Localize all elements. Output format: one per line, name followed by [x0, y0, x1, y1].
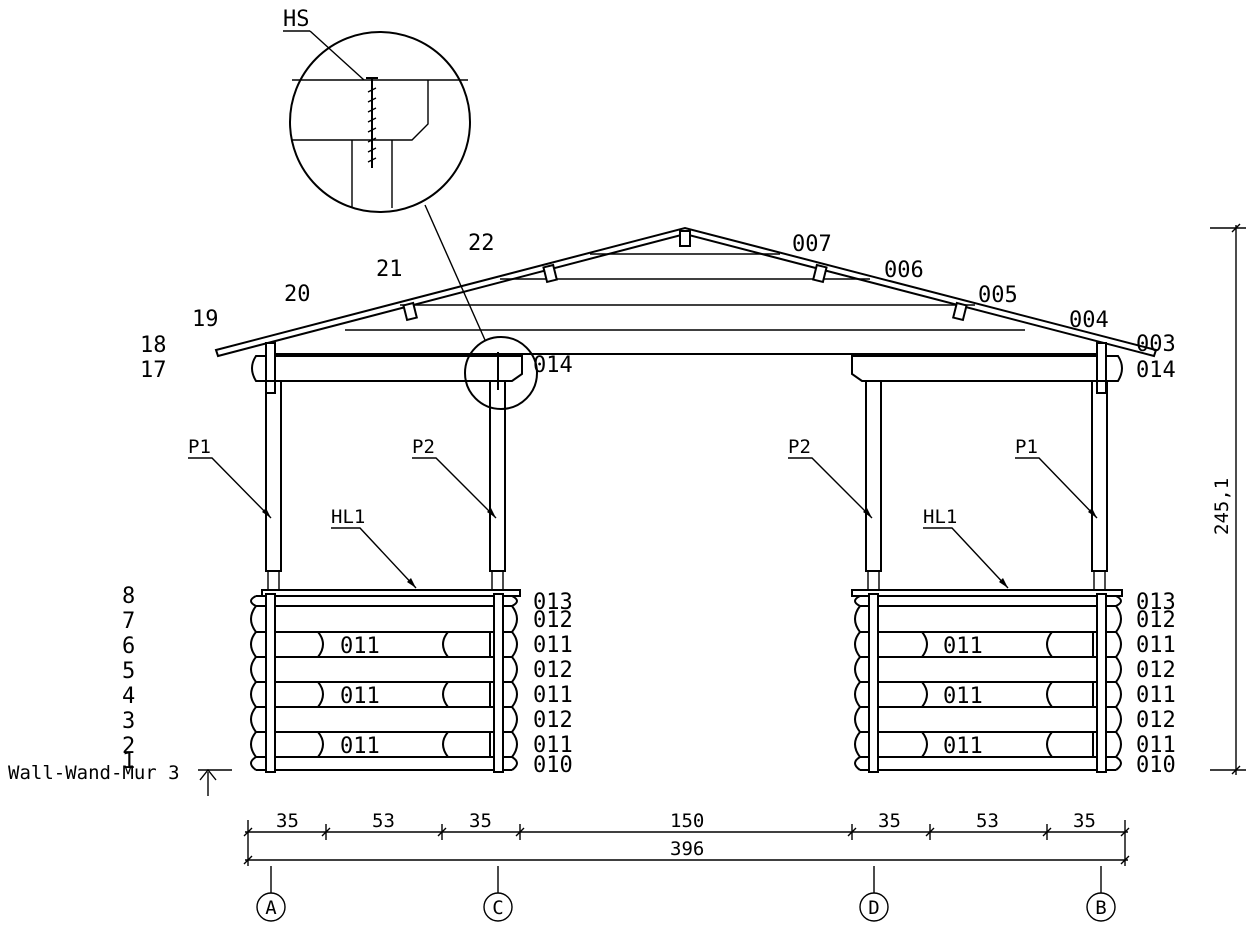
course-number: 8: [122, 584, 135, 609]
part-label: 013: [533, 590, 573, 615]
right-wall: [854, 593, 1122, 773]
rail-label: HL1: [331, 506, 365, 528]
log-label: 011: [340, 684, 380, 709]
part-label: 011: [1136, 733, 1176, 758]
part-label: 010: [1136, 753, 1176, 778]
axis-label: C: [492, 897, 503, 919]
part-label: 012: [1136, 658, 1176, 683]
dimension-value: 35: [276, 810, 299, 832]
roof-label: 004: [1069, 308, 1109, 333]
part-label: 012: [533, 658, 573, 683]
rail-label: HL1: [923, 506, 957, 528]
log-walls: [250, 589, 1123, 773]
roof-label: 003: [1136, 332, 1176, 357]
course-number: 5: [122, 659, 135, 684]
labels: Wall-Wand-Mur 3 18 17 8 7 6 5 4 3 2 1 19…: [8, 231, 1233, 919]
dimension-height: 245,1: [1211, 478, 1233, 535]
course-number: 2: [122, 734, 135, 759]
part-label: 014: [1136, 358, 1176, 383]
wall-level-mark: [198, 768, 232, 796]
log-label: 011: [340, 734, 380, 759]
post-label: P2: [412, 436, 435, 458]
course-number: 3: [122, 709, 135, 734]
part-label: 011: [533, 733, 573, 758]
axis-label: D: [868, 897, 879, 919]
part-label: 012: [1136, 608, 1176, 633]
wall-label: Wall-Wand-Mur 3: [8, 762, 180, 784]
dimension-value: 53: [976, 810, 999, 832]
course-number: 7: [122, 609, 135, 634]
roof-label: 005: [978, 283, 1018, 308]
post-label: P1: [188, 436, 211, 458]
part-label: 012: [533, 708, 573, 733]
part-label: 013: [1136, 590, 1176, 615]
course-number: 4: [122, 684, 135, 709]
part-label: 011: [533, 633, 573, 658]
roof-label: 22: [468, 231, 495, 256]
dimension-value: 150: [670, 810, 704, 832]
course-number: 18: [140, 333, 167, 358]
log-label: 011: [943, 734, 983, 759]
part-label: 012: [1136, 708, 1176, 733]
course-number: 1: [122, 749, 135, 774]
dimension-total: 396: [670, 838, 704, 860]
beam-label: 014: [533, 353, 573, 378]
part-label: 012: [533, 608, 573, 633]
part-label: 010: [533, 753, 573, 778]
log-label: 011: [943, 684, 983, 709]
roof-label: 21: [376, 257, 403, 282]
part-label: 011: [533, 683, 573, 708]
posts: [265, 342, 1108, 590]
dimension-value: 35: [878, 810, 901, 832]
dimension-value: 53: [372, 810, 395, 832]
roof-label: 20: [284, 282, 311, 307]
dimension-value: 35: [469, 810, 492, 832]
post-label: P2: [788, 436, 811, 458]
course-number: 17: [140, 358, 167, 383]
post-label: P1: [1015, 436, 1038, 458]
axis-label: A: [265, 897, 277, 919]
roof-label: 007: [792, 232, 832, 257]
log-label: 011: [340, 634, 380, 659]
dimension-value: 35: [1073, 810, 1096, 832]
course-number: 6: [122, 634, 135, 659]
axis-label: B: [1095, 897, 1106, 919]
log-label: 011: [943, 634, 983, 659]
leaders: [188, 457, 1098, 589]
top-beams: [251, 355, 1123, 382]
roof: [214, 226, 1158, 358]
dimension-lines: [243, 223, 1246, 922]
part-label: 011: [1136, 683, 1176, 708]
left-wall: [250, 593, 518, 773]
detail-label: HS: [283, 7, 310, 32]
part-label: 011: [1136, 633, 1176, 658]
detail-callout: HS: [283, 7, 538, 410]
roof-label: 006: [884, 258, 924, 283]
roof-label: 19: [192, 307, 219, 332]
